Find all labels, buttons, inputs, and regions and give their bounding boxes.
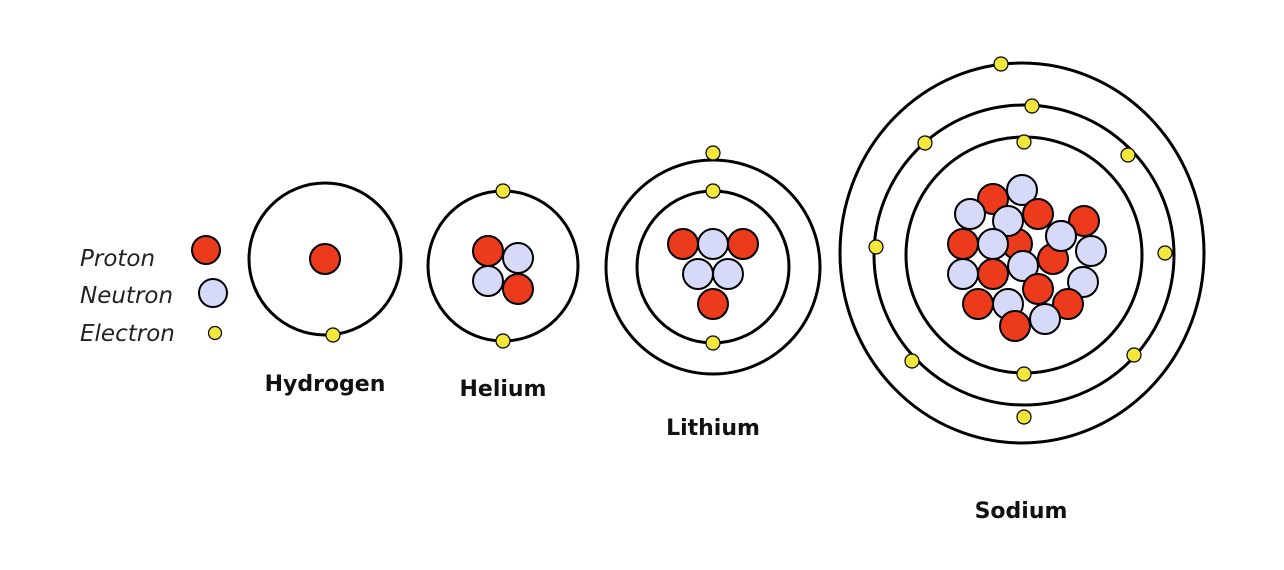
electron [1126,347,1142,363]
proton [999,310,1031,342]
electron [993,56,1009,72]
orbit-shell-3 [838,61,1206,445]
neutron [502,242,534,274]
electron [904,353,920,369]
electron [917,135,933,151]
nucleus [309,243,341,275]
proton [472,235,504,267]
orbit-shell-2 [872,103,1176,407]
legend-label-neutron: Neutron [80,283,173,309]
electron [1157,245,1173,261]
orbit-shell [247,181,403,337]
proton [727,228,759,260]
nucleus [472,235,534,305]
electron [325,327,341,343]
atom-label: Helium [459,377,546,402]
neutron [947,258,979,290]
atom-label: Hydrogen [265,372,386,397]
proton [977,183,1009,215]
electron [495,333,511,349]
atom-helium: Helium [426,183,580,402]
neutron [1045,220,1077,252]
neutron [1067,266,1099,298]
electron [868,239,884,255]
neutron [472,265,504,297]
neutron [977,228,1009,260]
proton [309,243,341,275]
electron [705,335,721,351]
nucleus [667,228,759,320]
legend: Proton Neutron Electron [80,235,228,347]
proton [667,228,699,260]
proton [947,228,979,260]
neutron [1075,235,1107,267]
orbit-shell-inner [635,189,791,345]
electron [1016,409,1032,425]
neutron [1007,250,1039,282]
legend-label-proton: Proton [80,246,155,272]
proton [1052,288,1084,320]
electron [1016,366,1032,382]
atom-label: Sodium [975,499,1068,524]
neutron [992,205,1024,237]
electron [1120,147,1136,163]
proton [697,288,729,320]
electron [495,183,511,199]
legend-proton-icon [191,235,221,265]
neutron [712,258,744,290]
neutron [1006,174,1038,206]
atom-label: Lithium [666,416,760,441]
nucleus [947,174,1107,342]
electron [1016,134,1032,150]
proton [977,258,1009,290]
atom-hydrogen: Hydrogen [247,181,403,397]
proton [502,273,534,305]
legend-electron-icon [207,325,223,341]
orbit-shell [426,189,580,343]
atom-lithium: Lithium [604,145,822,441]
legend-label-electron: Electron [80,321,175,347]
electron [705,145,721,161]
electron [705,183,721,199]
proton [1022,273,1054,305]
neutron [954,198,986,230]
electron [1024,98,1040,114]
neutron [682,258,714,290]
atom-sodium: Sodium [838,56,1206,524]
neutron [697,228,729,260]
legend-neutron-icon [198,278,228,308]
neutron [1029,303,1061,335]
proton [1022,198,1054,230]
proton [1068,205,1100,237]
proton [962,288,994,320]
